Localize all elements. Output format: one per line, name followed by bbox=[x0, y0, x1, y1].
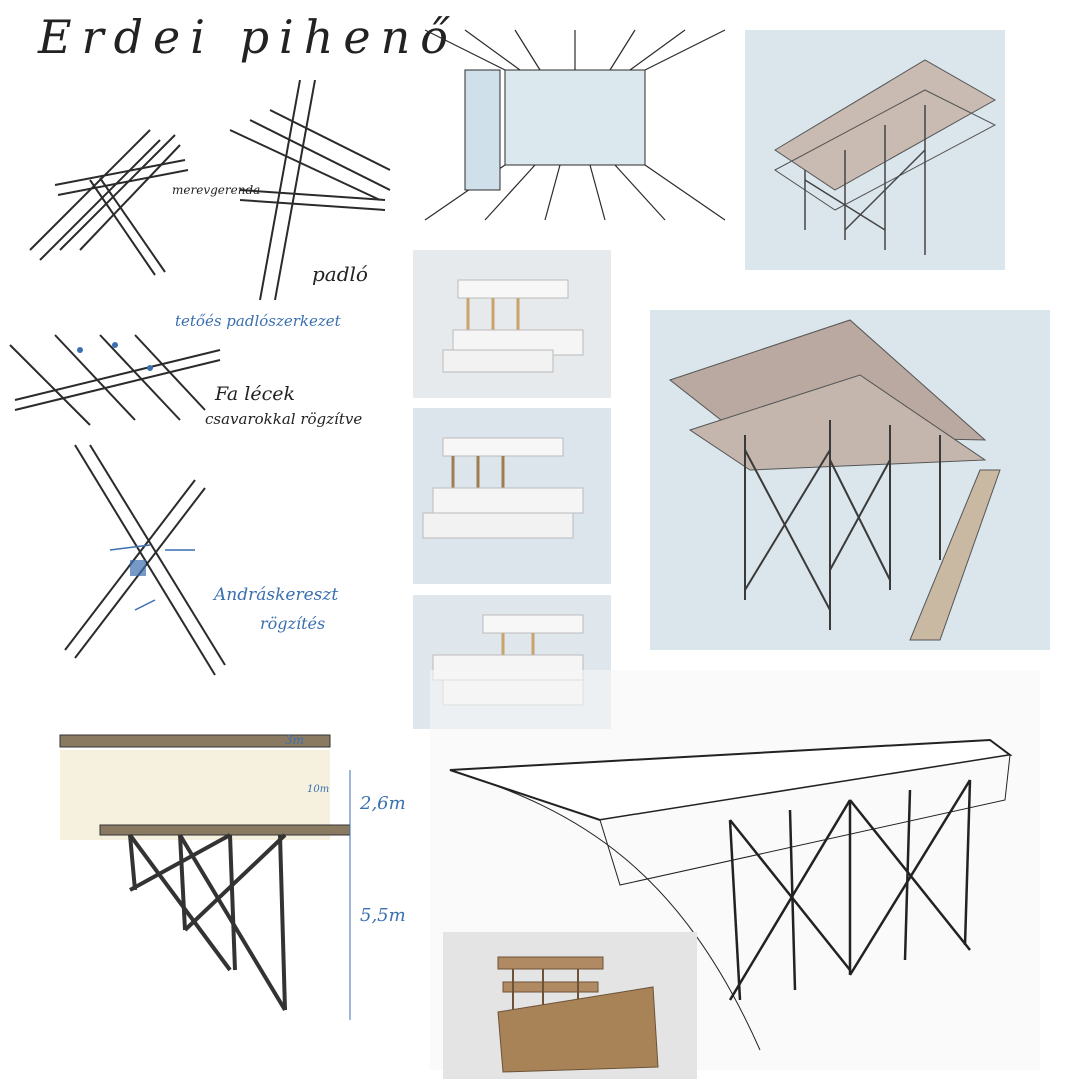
dim-lower: 5,5m bbox=[360, 905, 406, 926]
dim-upper: 2,6m bbox=[360, 793, 406, 814]
floor-beam-sketch bbox=[229, 79, 391, 301]
elevation-sketch bbox=[59, 734, 351, 1020]
interior-perspective-sketch bbox=[424, 29, 726, 221]
label-merevgerenda: merevgerenda bbox=[172, 183, 261, 197]
watercolor-sketch-large bbox=[650, 310, 1050, 650]
cardboard-model-photo bbox=[443, 932, 697, 1079]
label-csavarokkal: csavarokkal rögzítve bbox=[205, 410, 363, 428]
dim-roof: 10m bbox=[307, 784, 330, 795]
beam-joint-sketch bbox=[29, 129, 189, 276]
sheet-title: Erdei pihenő bbox=[38, 10, 458, 64]
slats-sketch bbox=[9, 334, 221, 426]
label-andraskereszt: Andráskereszt bbox=[214, 585, 339, 605]
cross-brace-sketch bbox=[64, 444, 226, 676]
foam-model-photo-1 bbox=[413, 250, 611, 398]
dim-width: 3m bbox=[285, 733, 305, 747]
label-rogzites: rögzítés bbox=[260, 614, 326, 633]
foam-model-photo-2 bbox=[413, 408, 611, 584]
watercolor-sketch-top bbox=[745, 30, 1005, 270]
label-teto-padloszerkezet: tetőés padlószerkezet bbox=[175, 312, 341, 330]
label-padlo: padló bbox=[312, 262, 368, 286]
label-fa-lecek: Fa lécek bbox=[215, 383, 295, 405]
